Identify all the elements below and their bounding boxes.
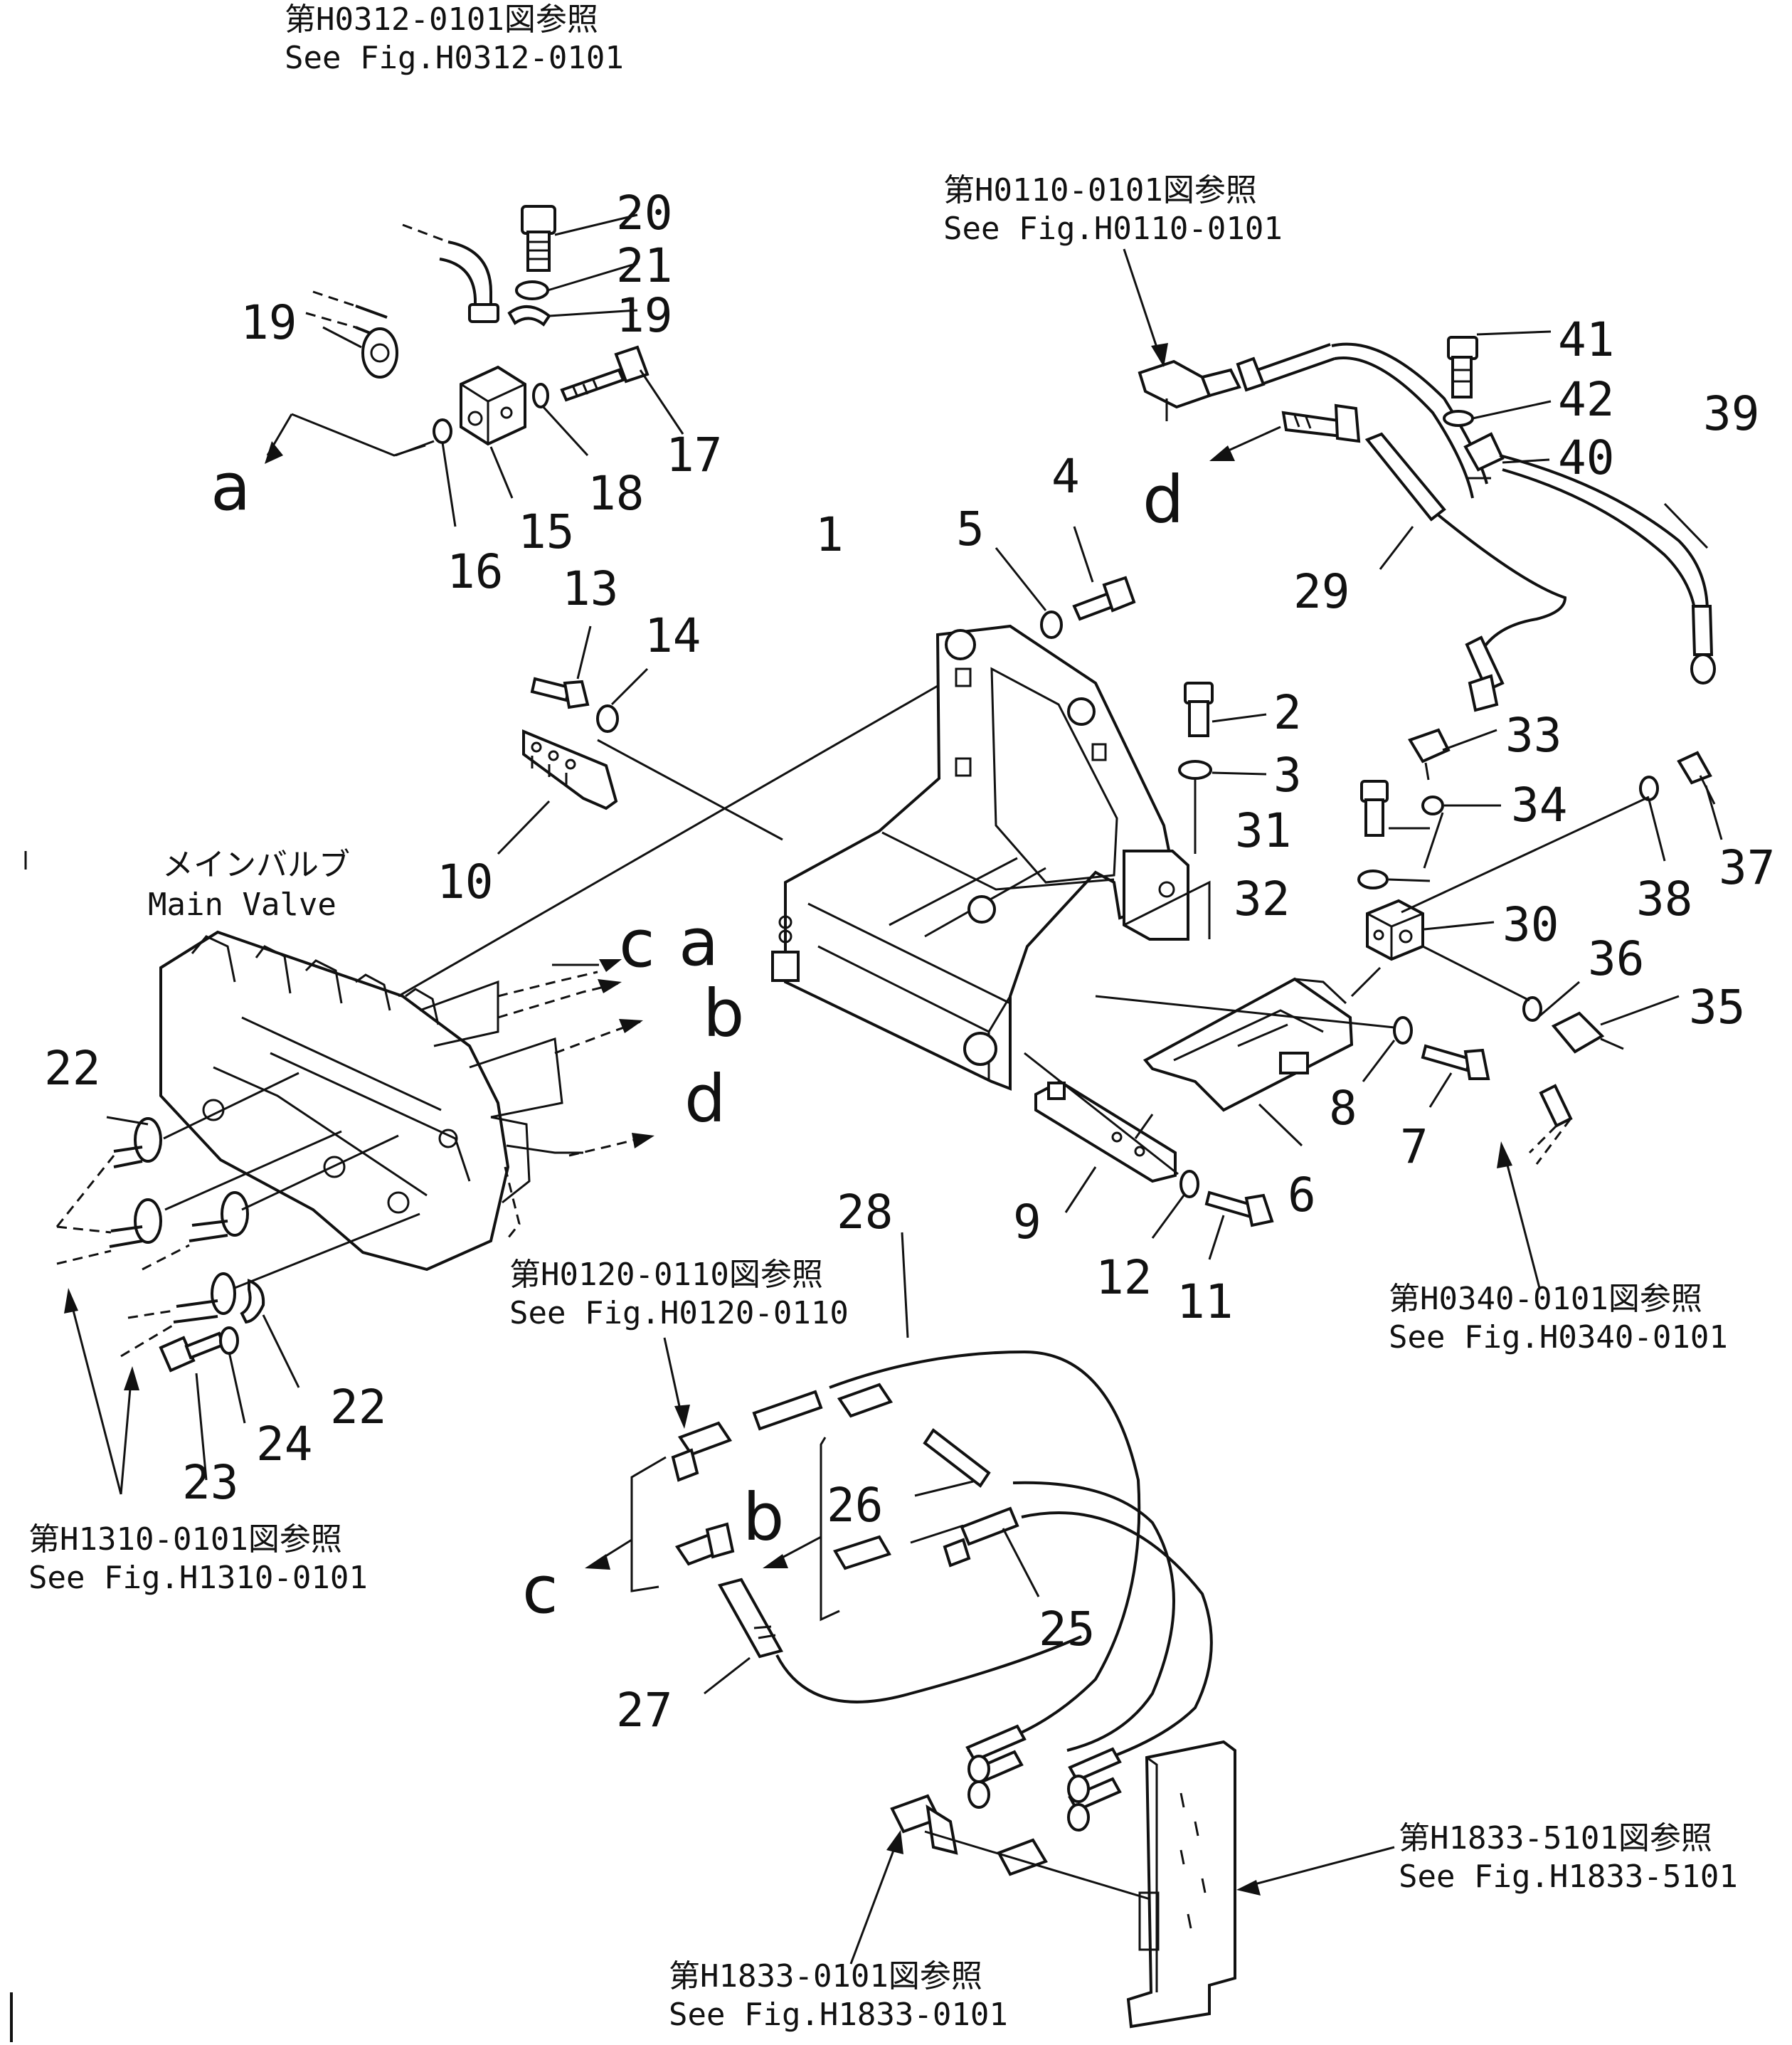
letter-b-valve: b — [703, 976, 744, 1052]
main-valve-body — [159, 685, 938, 1272]
letter-b-bottom: b — [743, 1479, 784, 1555]
part-number-21: 21 — [616, 238, 672, 293]
part-number-29: 29 — [1293, 564, 1350, 619]
ref-h1833-5101-en: See Fig.H1833-5101 — [1399, 1859, 1738, 1895]
bracket-10 — [497, 625, 783, 855]
letter-d-top: d — [1142, 462, 1184, 538]
part-number-39: 39 — [1703, 386, 1759, 441]
part-number-31: 31 — [1235, 803, 1291, 858]
part-number-24: 24 — [256, 1417, 312, 1471]
right-hose-assembly — [1123, 248, 1723, 1289]
part-number-15: 15 — [518, 504, 574, 559]
part-number-3: 3 — [1273, 748, 1302, 803]
ref-h1833-5101-jp: 第H1833-5101図参照 — [1399, 1820, 1712, 1856]
part-number-30: 30 — [1502, 897, 1559, 952]
letter-c-valve: c — [619, 906, 655, 982]
part-number-5: 5 — [956, 502, 985, 556]
ref-h0110-en: See Fig.H0110-0101 — [943, 211, 1283, 247]
ref-h0312-jp: 第H0312-0101図参照 — [285, 1, 598, 38]
ref-h0120-en: See Fig.H0120-0110 — [509, 1295, 849, 1331]
ref-h1833-0101-jp: 第H1833-0101図参照 — [669, 1958, 982, 1994]
part-number-7: 7 — [1400, 1119, 1428, 1174]
part-number-9: 9 — [1013, 1195, 1041, 1249]
part-number-14: 14 — [645, 608, 701, 663]
ref-h1310-en: See Fig.H1310-0101 — [28, 1560, 368, 1596]
part-number-33: 33 — [1505, 708, 1562, 763]
bolt-4 — [995, 526, 1136, 639]
part-number-12: 12 — [1096, 1250, 1152, 1305]
bolt-2 — [1178, 682, 1267, 854]
part-number-22-left: 22 — [44, 1041, 100, 1096]
part-number-20: 20 — [616, 186, 672, 241]
part-number-36: 36 — [1588, 931, 1644, 986]
part-number-26: 26 — [827, 1478, 883, 1533]
part-number-19-right: 19 — [616, 288, 672, 343]
ref-h0110-jp: 第H0110-0101図参照 — [943, 172, 1257, 208]
valve-hoses-22 — [55, 1072, 420, 1495]
part-number-13: 13 — [562, 561, 618, 616]
letter-a-top: a — [211, 449, 250, 525]
part-number-6: 6 — [1288, 1168, 1316, 1222]
part-number-27: 27 — [616, 1683, 672, 1738]
ref-h0340-en: See Fig.H0340-0101 — [1389, 1319, 1728, 1356]
part-number-10: 10 — [437, 855, 493, 909]
part-number-8: 8 — [1329, 1081, 1357, 1136]
main-valve-label-en: Main Valve — [148, 887, 336, 923]
part-number-23: 23 — [182, 1455, 238, 1510]
ref-h0312-en: See Fig.H0312-0101 — [285, 40, 624, 76]
main-valve-label-jp: メインバルブ — [162, 847, 350, 883]
part-number-41: 41 — [1558, 312, 1614, 367]
part-number-38: 38 — [1636, 872, 1692, 926]
part-number-4: 4 — [1051, 449, 1080, 504]
part-number-11: 11 — [1177, 1274, 1233, 1329]
ref-h0340-jp: 第H0340-0101図参照 — [1389, 1281, 1702, 1317]
letter-d-valve: d — [684, 1061, 726, 1137]
plate-9 — [1024, 1052, 1274, 1260]
bottom-hose-assembly — [585, 1232, 1395, 2029]
part-number-22-right: 22 — [330, 1380, 386, 1434]
ref-h0120-jp: 第H0120-0110図参照 — [509, 1257, 823, 1293]
part-number-18: 18 — [588, 466, 644, 521]
bracket-6 — [1095, 977, 1490, 1147]
part-number-35: 35 — [1689, 980, 1745, 1035]
block-assembly-15 — [265, 205, 684, 527]
frame-bracket-1 — [771, 624, 1211, 1091]
part-number-17: 17 — [666, 428, 722, 482]
ref-h1310-jp: 第H1310-0101図参照 — [28, 1521, 342, 1558]
part-number-42: 42 — [1558, 372, 1614, 427]
part-number-1: 1 — [815, 507, 844, 562]
part-number-19-left: 19 — [240, 295, 297, 350]
ref-h1833-0101-en: See Fig.H1833-0101 — [669, 1997, 1008, 2033]
part-number-34: 34 — [1511, 778, 1567, 833]
part-number-40: 40 — [1558, 430, 1614, 485]
part-number-28: 28 — [837, 1185, 893, 1240]
part-number-16: 16 — [447, 544, 503, 599]
part-number-32: 32 — [1234, 872, 1290, 926]
letter-a-valve: a — [679, 904, 719, 981]
part-number-2: 2 — [1273, 685, 1302, 740]
letter-c-bottom: c — [522, 1552, 558, 1628]
part-number-25: 25 — [1039, 1602, 1095, 1656]
part-number-37: 37 — [1719, 840, 1775, 895]
